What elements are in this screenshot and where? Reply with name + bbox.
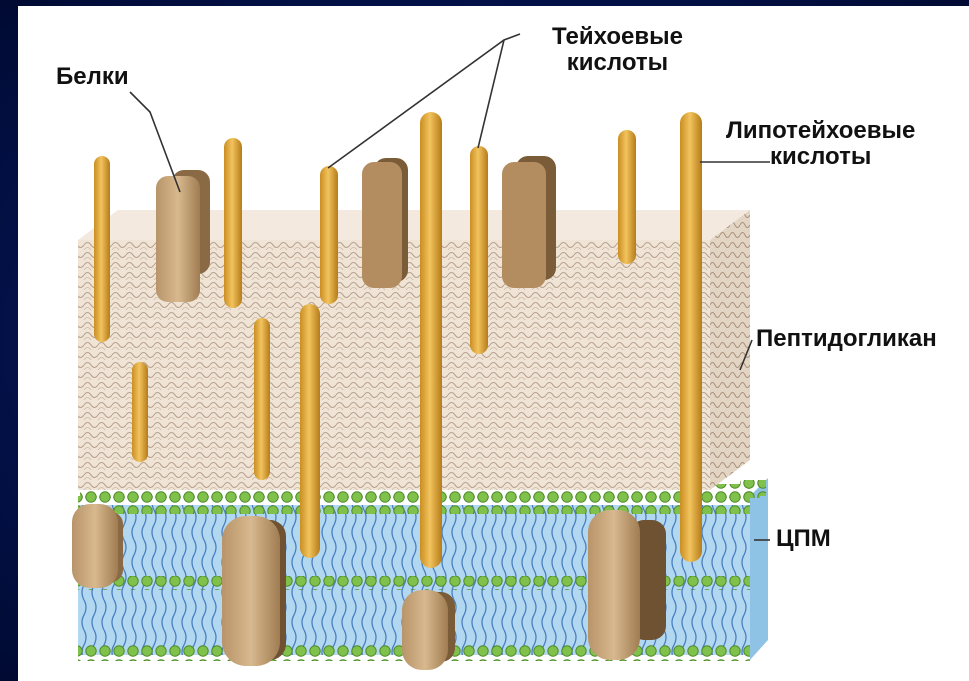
teichoic-rod-5 xyxy=(618,130,636,264)
membrane-protein-2 xyxy=(222,516,286,666)
label-membrane: ЦПМ xyxy=(776,526,831,552)
teichoic-rod-4 xyxy=(470,146,488,354)
surface-protein-2 xyxy=(362,158,408,288)
lipoteichoic-rod-2 xyxy=(420,112,442,568)
teichoic-rod-7 xyxy=(254,318,270,480)
label-teichoic-acids: Тейхоевые кислоты xyxy=(552,24,683,76)
label-lipoteichoic-acids: Липотейхоевые кислоты xyxy=(726,118,915,170)
label-peptidoglycan: Пептидогликан xyxy=(756,326,937,352)
teichoic-rod-2 xyxy=(224,138,242,308)
lipoteichoic-rod-1 xyxy=(300,304,320,558)
membrane-protein-4 xyxy=(588,510,666,660)
teichoic-rod-1 xyxy=(94,156,110,342)
surface-protein-3 xyxy=(502,156,556,288)
teichoic-rod-3 xyxy=(320,166,338,304)
label-proteins: Белки xyxy=(56,64,129,90)
membrane-protein-1 xyxy=(72,504,123,588)
lipoteichoic-rod-3 xyxy=(680,112,702,562)
teichoic-rod-6 xyxy=(132,362,148,462)
membrane-protein-3 xyxy=(402,590,455,670)
